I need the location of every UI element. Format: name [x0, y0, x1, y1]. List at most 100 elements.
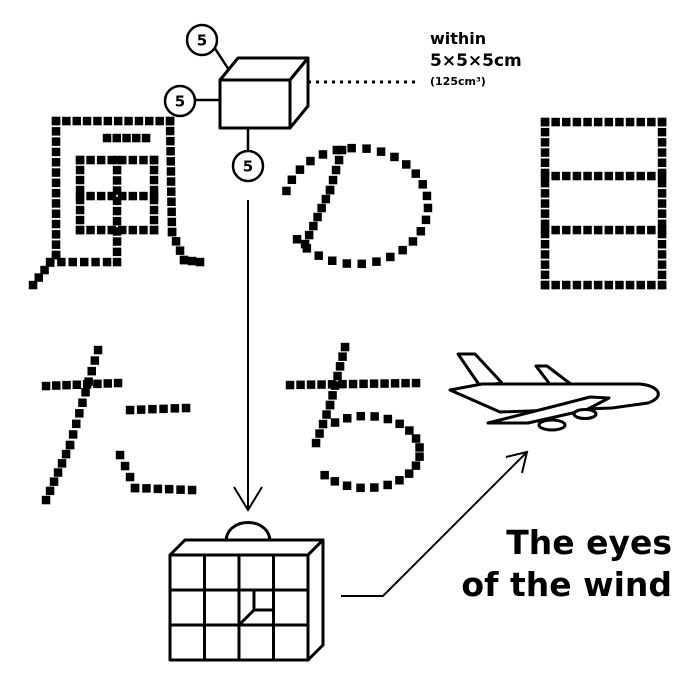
glyph-dot	[335, 362, 345, 371]
glyph-dot	[93, 345, 103, 355]
glyph-dot	[187, 485, 197, 495]
glyph-dot	[615, 171, 624, 181]
glyph-dot	[139, 191, 148, 201]
glyph-dot	[118, 155, 127, 165]
glyph-dot	[167, 197, 176, 206]
glyph-dot	[107, 225, 116, 235]
glyph-dot	[331, 165, 341, 175]
glyph-dot	[139, 155, 148, 165]
glyph-dot	[572, 171, 582, 181]
glyph-dot	[362, 144, 371, 153]
glyph-dot	[112, 133, 121, 143]
glyph-dot	[383, 480, 392, 490]
glyph-dot	[408, 237, 418, 246]
dimension-badge-left: 5	[163, 84, 197, 118]
glyph-dot	[540, 219, 550, 229]
glyph-dot	[75, 205, 85, 215]
glyph-dot	[153, 484, 163, 494]
glyph-dot	[155, 116, 164, 126]
glyph-dot	[657, 240, 667, 249]
tagline-line-1: The eyes	[506, 523, 672, 562]
glyph-dot	[128, 191, 138, 201]
glyph-dot	[112, 176, 122, 185]
glyph-dot	[418, 180, 427, 189]
glyph-dot	[593, 117, 603, 127]
svg-text:5: 5	[243, 158, 253, 176]
glyph-dot	[593, 225, 603, 235]
dotted-title-glyphs	[28, 116, 667, 505]
glyph-dot	[68, 257, 77, 267]
glyph-dot	[149, 191, 159, 201]
glyph-dot	[65, 440, 75, 450]
glyph-dot	[330, 418, 340, 427]
glyph-dot	[51, 147, 61, 157]
glyph-dot	[112, 216, 122, 226]
glyph-dot	[51, 158, 61, 167]
glyph-dot	[657, 280, 667, 290]
glyph-dot	[181, 403, 191, 413]
glyph-dot	[593, 171, 603, 181]
cube-icon	[218, 56, 310, 130]
glyph-dot	[112, 165, 122, 175]
glyph-dot	[96, 225, 106, 235]
glyph-dot	[51, 230, 61, 239]
glyph-dot	[343, 414, 352, 423]
glyph-dot	[395, 476, 404, 485]
glyph-dot	[583, 225, 592, 235]
glyph-dot	[102, 257, 112, 267]
glyph-dot	[81, 388, 90, 397]
glyph-dot	[51, 137, 61, 146]
glyph-dot	[45, 486, 55, 496]
glyph-dot	[72, 419, 81, 429]
glyph-dot	[120, 461, 130, 471]
glyph-dot	[166, 147, 175, 156]
glyph-dot	[318, 150, 328, 159]
glyph-dot	[302, 244, 312, 253]
glyph-dot	[405, 426, 414, 435]
glyph-dot	[625, 171, 635, 181]
glyph-dot	[551, 171, 560, 181]
glyph-dot	[72, 116, 81, 126]
glyph-dot	[342, 259, 352, 268]
glyph-dot	[296, 380, 305, 390]
glyph-dot	[149, 165, 159, 175]
glyph-dot	[171, 237, 181, 246]
glyph-dot	[53, 468, 63, 477]
dimension-badge-top: 5	[185, 23, 219, 57]
glyph-dot	[75, 191, 85, 201]
glyph-dot	[540, 148, 550, 157]
glyph-dot	[551, 280, 560, 290]
glyph-dot	[540, 225, 550, 235]
glyph-dot	[141, 133, 151, 143]
glyph-dot	[75, 155, 85, 165]
glyph-dot	[370, 483, 379, 492]
glyph-dot	[112, 196, 122, 206]
glyph-dot	[415, 443, 424, 452]
glyph-dot	[134, 116, 144, 126]
glyph-dot	[647, 225, 656, 235]
glyph-dot	[93, 379, 102, 389]
glyph-dot	[372, 257, 381, 266]
glyph-dot	[149, 205, 159, 215]
glyph-dot	[61, 449, 71, 459]
glyph-dot	[96, 155, 106, 165]
glyph-dot	[625, 225, 635, 235]
glyph-dot	[87, 366, 96, 376]
glyph-dot	[404, 469, 414, 478]
glyph-dot	[170, 404, 180, 413]
glyph-dot	[75, 185, 85, 195]
size-note-within: within	[430, 29, 487, 48]
glyph-dot	[149, 155, 159, 165]
glyph-dot	[338, 352, 347, 361]
glyph-dot	[347, 143, 356, 153]
size-note-volume: (125cm³)	[430, 75, 486, 88]
glyph-dot	[112, 237, 122, 246]
glyph-dot	[540, 158, 550, 167]
glyph-dot	[340, 342, 350, 352]
glyph-dot	[167, 227, 177, 237]
glyph-dot	[165, 116, 175, 126]
glyph-dot	[657, 199, 667, 208]
glyph-dot	[139, 225, 148, 235]
glyph-dot	[164, 484, 174, 494]
glyph-dot	[593, 280, 603, 290]
